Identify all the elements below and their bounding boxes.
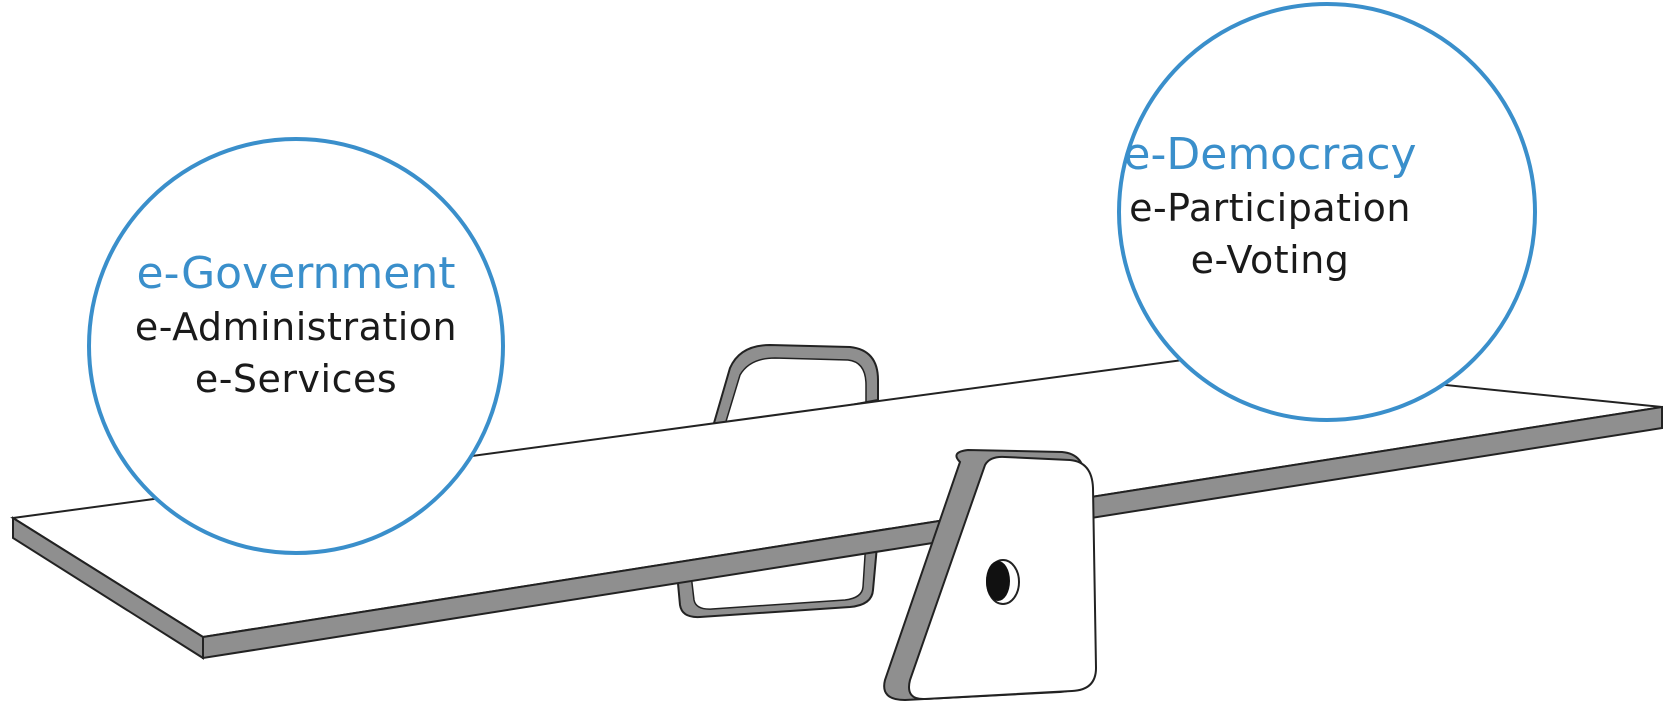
board-long-edge bbox=[202, 405, 1663, 660]
right-circle-item: e-Participation bbox=[1129, 186, 1411, 230]
back-fulcrum-support bbox=[710, 343, 879, 432]
right-circle-title: e-Democracy bbox=[1123, 129, 1417, 180]
left-circle-item: e-Services bbox=[194, 357, 398, 401]
left-circle-item: e-Administration bbox=[134, 305, 458, 349]
right-circle bbox=[1117, 2, 1537, 422]
front-fulcrum-support bbox=[883, 448, 1098, 702]
right-circle-item: e-Voting bbox=[1190, 238, 1350, 282]
left-circle-title: e-Government bbox=[136, 248, 456, 299]
left-circle-text: e-Government e-Administration e-Services bbox=[96, 252, 496, 412]
right-circle-text: e-Democracy e-Participation e-Voting bbox=[1070, 133, 1470, 293]
left-circle bbox=[87, 137, 505, 555]
